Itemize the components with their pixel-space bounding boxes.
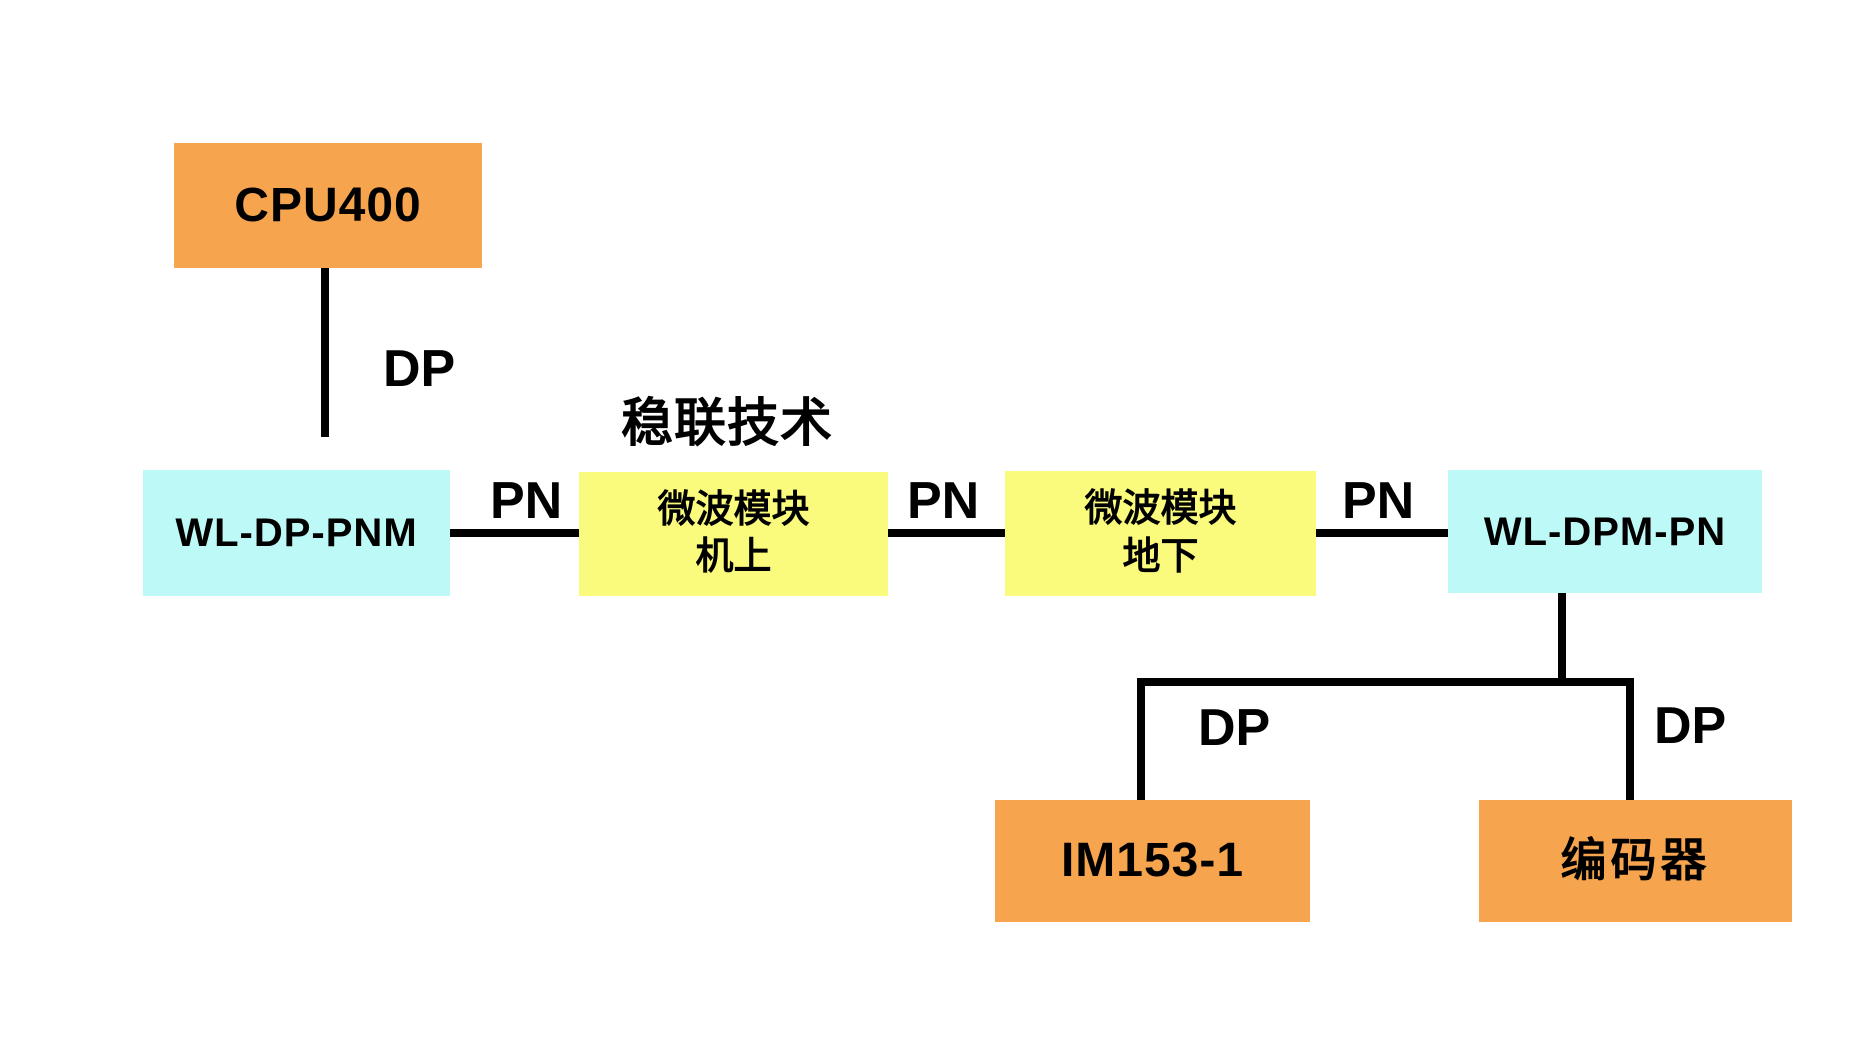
node-cpu400: CPU400 <box>174 143 482 268</box>
node-microwave-module-onboard-label-line1: 微波模块 <box>657 488 810 531</box>
node-microwave-module-onboard: 微波模块 机上 <box>579 472 888 596</box>
node-microwave-module-underground-label-line1: 微波模块 <box>1084 488 1237 530</box>
node-wl-dp-pnm: WL-DP-PNM <box>143 470 450 596</box>
edge-label-dp-im153-1: DP <box>1198 699 1271 757</box>
edge-line-underground-to-wl-dpm-pn <box>1316 529 1448 537</box>
edge-line-wl-dp-pnm-to-onboard <box>450 529 579 537</box>
edge-label-dp-cpu400: DP <box>383 340 456 398</box>
node-wl-dpm-pn: WL-DPM-PN <box>1448 470 1762 593</box>
node-microwave-module-underground-label-line2: 地下 <box>1122 535 1199 578</box>
node-encoder-label: 编码器 <box>1560 834 1711 887</box>
node-microwave-module-underground: 微波模块 地下 <box>1005 471 1316 596</box>
edge-line-branch-to-encoder <box>1626 678 1634 800</box>
edge-label-pn-1: PN <box>490 472 563 530</box>
edge-label-dp-encoder: DP <box>1654 697 1727 755</box>
edge-line-branch-to-im153-1 <box>1137 678 1145 800</box>
node-encoder: 编码器 <box>1479 800 1792 922</box>
node-cpu400-label: CPU400 <box>234 178 422 232</box>
node-im153-1-label: IM153-1 <box>1060 834 1245 887</box>
node-im153-1: IM153-1 <box>995 800 1310 922</box>
edge-line-onboard-to-underground <box>888 529 1005 537</box>
edge-line-cpu400-to-wl-dp-pnm <box>321 268 329 437</box>
edge-label-pn-2: PN <box>907 472 980 530</box>
node-wl-dp-pnm-label: WL-DP-PNM <box>175 511 418 555</box>
node-microwave-module-onboard-label-line2: 机上 <box>695 536 772 578</box>
edge-line-branch-horizontal <box>1137 678 1634 686</box>
diagram-title: 稳联技术 <box>621 395 834 453</box>
node-wl-dpm-pn-label: WL-DPM-PN <box>1483 509 1727 554</box>
edge-line-wl-dpm-pn-drop <box>1558 593 1566 686</box>
edge-label-pn-3: PN <box>1342 472 1415 530</box>
